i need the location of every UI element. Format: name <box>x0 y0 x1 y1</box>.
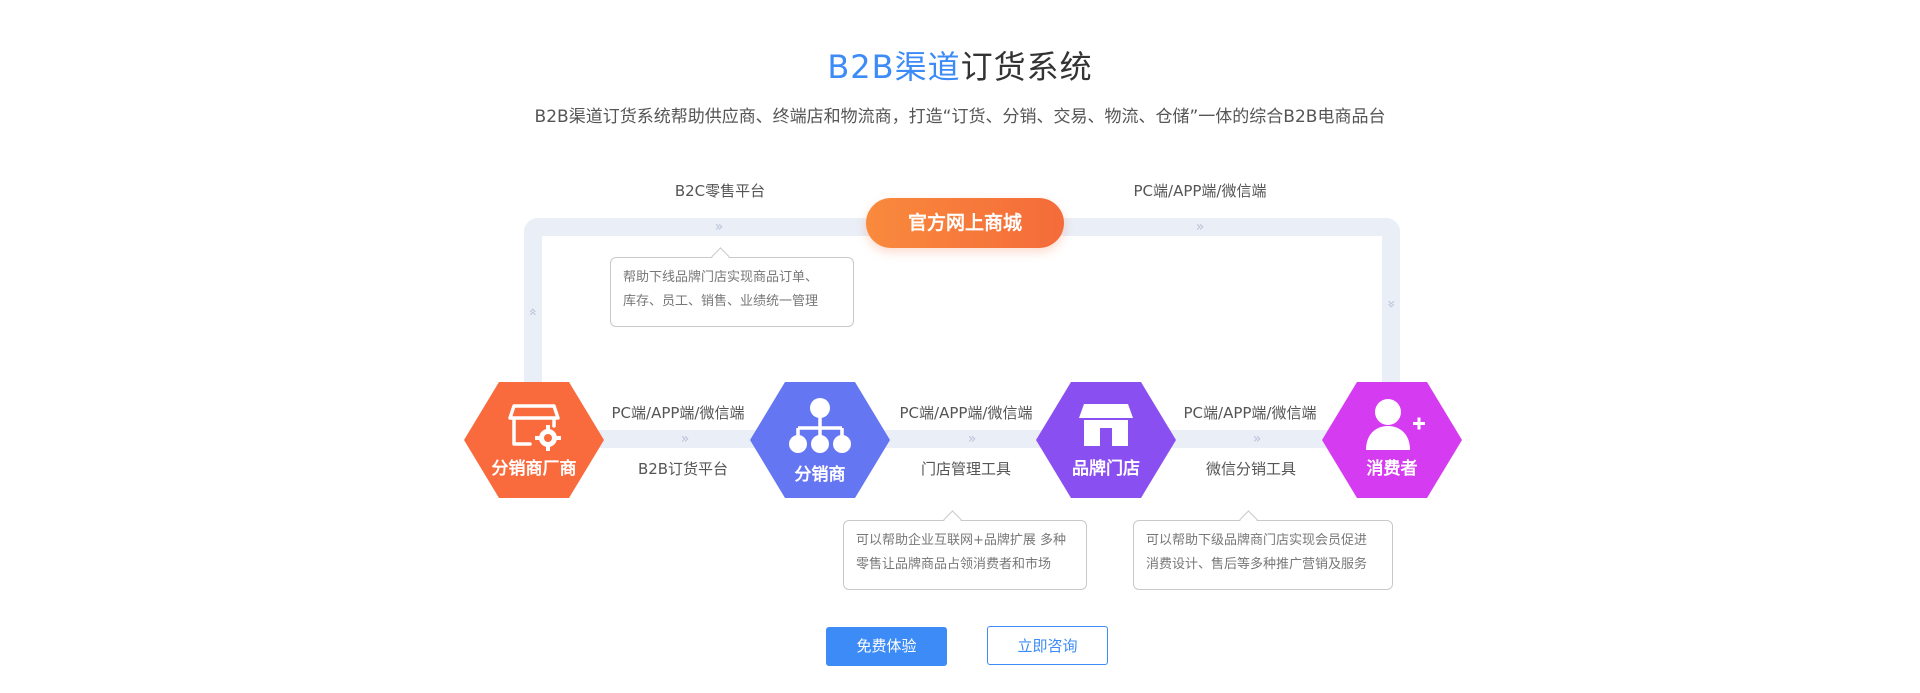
tooltip-tip <box>943 510 962 529</box>
tooltip-line: 库存、员工、销售、业绩统一管理 <box>623 294 819 309</box>
consult-now-button[interactable]: 立即咨询 <box>987 626 1108 665</box>
link-bottom-label: 微信分销工具 <box>1205 460 1296 478</box>
tooltip-line: 可以帮助企业互联网+品牌扩展 多种 <box>856 533 1067 548</box>
node-label: 分销商厂商 <box>491 459 577 479</box>
title-highlight: B2B渠道 <box>827 48 961 86</box>
top-left-label: B2C零售平台 <box>674 182 766 200</box>
tooltip-tip <box>711 247 730 266</box>
wechat-tool-tooltip: 可以帮助下级品牌商门店实现会员促进 消费设计、售后等多种推广营销及服务 <box>1133 510 1393 590</box>
tooltip-line: 消费设计、售后等多种推广营销及服务 <box>1146 557 1368 572</box>
tooltip-line: 零售让品牌商品占领消费者和市场 <box>856 557 1052 572</box>
node-brand-store: 品牌门店 <box>1036 382 1176 498</box>
chevron-right-icon: » <box>1252 431 1262 447</box>
store-gear-icon <box>508 404 560 446</box>
chevron-right-icon: » <box>714 219 724 235</box>
title-rest: 订货系统 <box>960 48 1093 86</box>
node-consumer: 消费者 <box>1322 382 1462 498</box>
shop-icon <box>1079 404 1133 446</box>
node-distributor: 分销商 <box>750 382 890 498</box>
store-tool-tooltip: 可以帮助企业互联网+品牌扩展 多种 零售让品牌商品占领消费者和市场 <box>843 510 1087 590</box>
top-right-label: PC端/APP端/微信端 <box>1133 182 1267 200</box>
link-bottom-label: B2B订货平台 <box>637 460 729 478</box>
node-label: 品牌门店 <box>1072 459 1140 479</box>
hexagon-shape <box>1036 382 1176 498</box>
hexagon-shape <box>464 382 604 498</box>
chevron-right-icon: » <box>680 431 690 447</box>
node-label: 消费者 <box>1366 459 1418 479</box>
tooltip-line: 帮助下线品牌门店实现商品订单、 <box>623 270 819 285</box>
page-title: B2B渠道订货系统 <box>0 42 1920 88</box>
hexagon-shape <box>750 382 890 498</box>
node-distributor-manufacturer: 分销商厂商 <box>464 382 604 498</box>
link-top-label: PC端/APP端/微信端 <box>1183 404 1317 422</box>
hexagon-shape <box>1322 382 1462 498</box>
link-top-label: PC端/APP端/微信端 <box>899 404 1033 422</box>
official-mall-badge: 官方网上商城 <box>866 198 1064 248</box>
node-label: 分销商 <box>794 465 846 485</box>
chevron-down-icon: » <box>1383 299 1399 309</box>
network-icon <box>789 398 851 453</box>
chevron-right-icon: » <box>1195 219 1205 235</box>
chevron-right-icon: » <box>967 431 977 447</box>
top-tooltip: 帮助下线品牌门店实现商品订单、 库存、员工、销售、业绩统一管理 <box>610 247 854 327</box>
chevron-up-icon: » <box>525 307 541 317</box>
tooltip-tip <box>1239 510 1258 529</box>
link-bottom-label: 门店管理工具 <box>920 460 1011 478</box>
link-top-label: PC端/APP端/微信端 <box>611 404 745 422</box>
page-subtitle: B2B渠道订货系统帮助供应商、终端店和物流商，打造“订货、分销、交易、物流、仓储… <box>534 107 1386 127</box>
user-add-icon <box>1366 399 1425 450</box>
free-trial-button[interactable]: 免费体验 <box>826 627 947 666</box>
tooltip-line: 可以帮助下级品牌商门店实现会员促进 <box>1146 533 1368 548</box>
